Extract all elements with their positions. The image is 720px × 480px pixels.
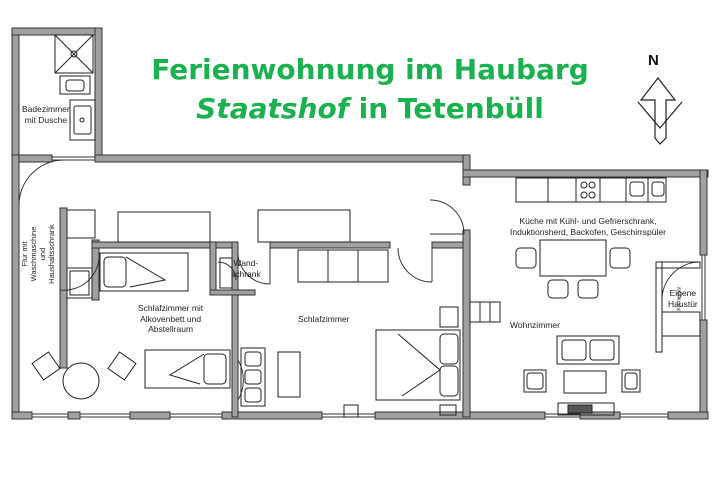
north-label: N bbox=[648, 52, 659, 69]
windows bbox=[32, 156, 706, 418]
kitchen-label: Küche mit Kühl- und Gefrierschrank,Induk… bbox=[510, 216, 666, 237]
walls bbox=[11, 27, 709, 420]
kitchen-furniture bbox=[515, 177, 701, 353]
plan-title-location: in Tetenbüll bbox=[348, 92, 544, 125]
doors bbox=[18, 159, 701, 401]
bathroom-fixtures bbox=[54, 34, 96, 141]
bedroom2-furniture bbox=[240, 249, 461, 418]
bedroom2-label: Schlafzimmer bbox=[298, 314, 350, 324]
hallway-fixtures bbox=[66, 209, 96, 299]
bedroom1-furniture bbox=[31, 209, 351, 400]
plan-title-staatshof: Staatshof bbox=[196, 92, 349, 125]
compass-arrow-icon bbox=[637, 77, 683, 145]
plan-title-line1: Ferienwohnung im Haubarg bbox=[151, 53, 589, 86]
kitchen-bar-label: Küchenbar bbox=[676, 286, 683, 311]
living-room-label: Wohnzimmer bbox=[510, 320, 560, 330]
plan-title-line2: Staatshof in Tetenbüll bbox=[110, 93, 630, 125]
living-furniture bbox=[469, 301, 641, 416]
wardrobe-label: Wand-schrank bbox=[231, 258, 261, 279]
